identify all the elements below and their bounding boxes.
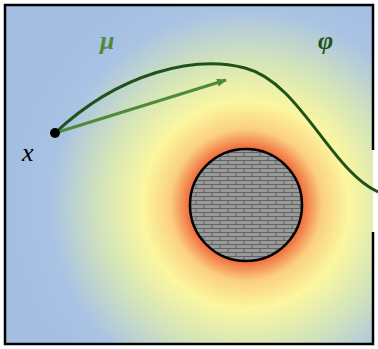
- vector-label: μ: [100, 28, 114, 54]
- start-point: [50, 128, 60, 138]
- curve-label: φ: [318, 28, 333, 54]
- direction-arrow: [55, 80, 226, 133]
- domain-ground: [5, 5, 373, 344]
- brick-obstacle: [190, 149, 302, 261]
- path-curve: [55, 64, 378, 192]
- point-label: x: [22, 140, 34, 166]
- domain-border: [5, 5, 373, 344]
